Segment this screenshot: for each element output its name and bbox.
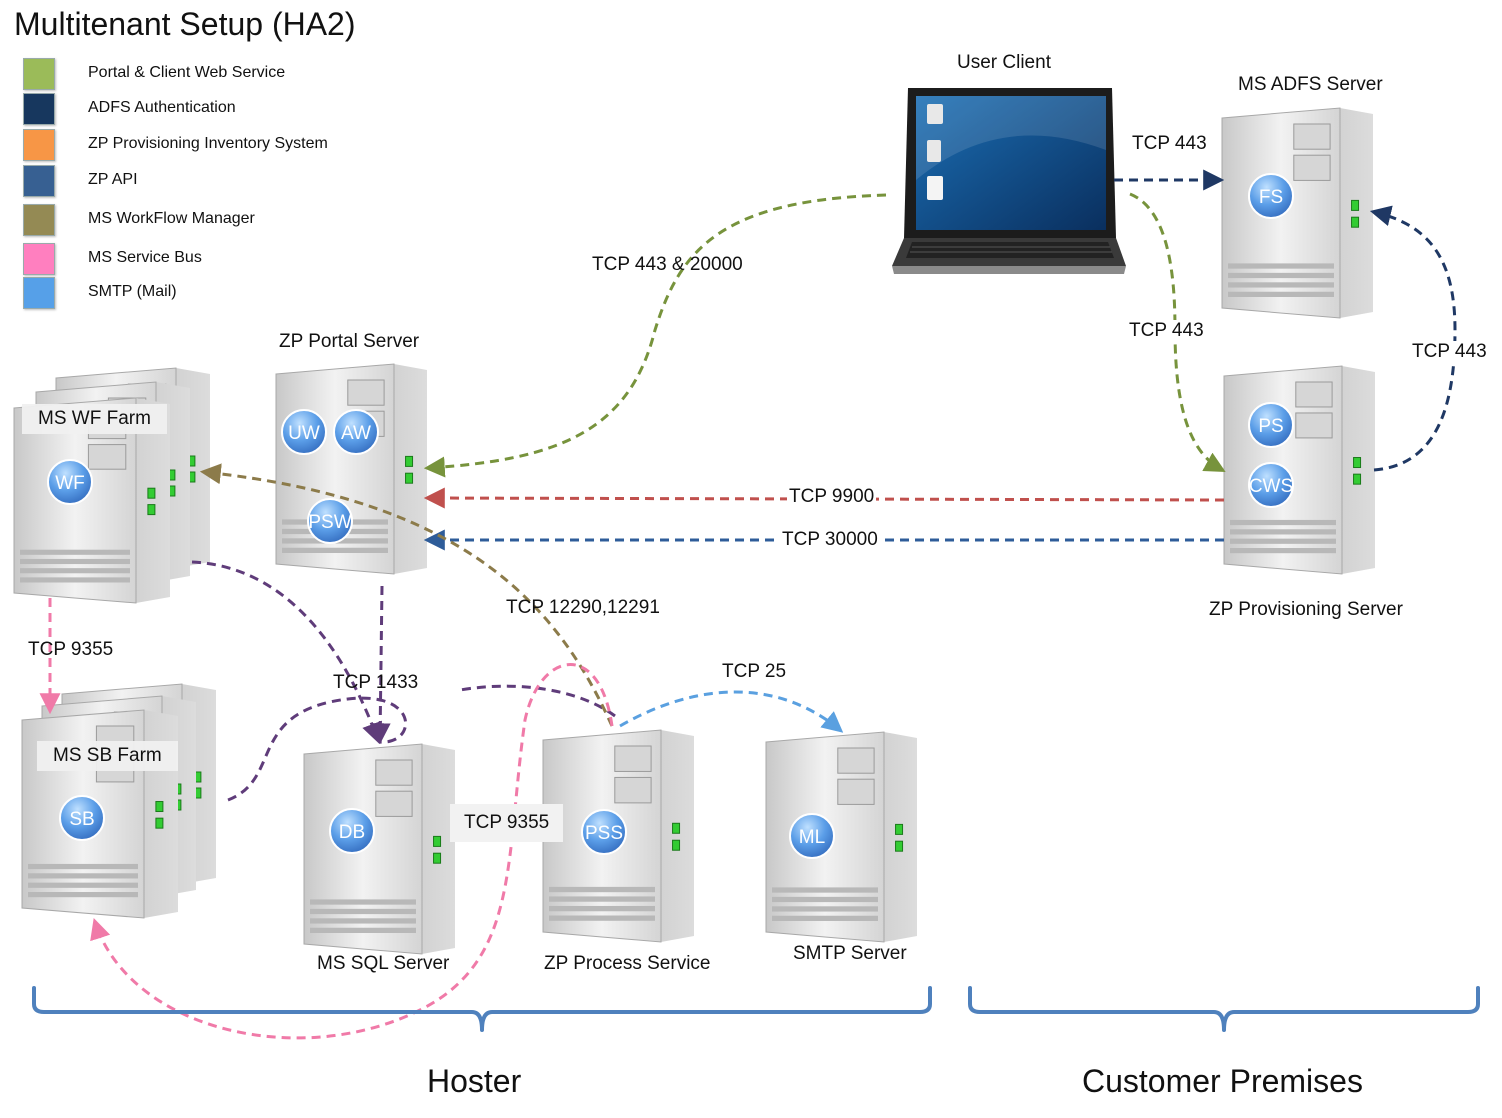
process-sql-link [459,684,616,718]
badge-ps: PS [1248,402,1294,448]
portal-server-label: ZP Portal Server [279,331,420,352]
badge-aw: AW [333,409,379,455]
badge-sb: SB [59,795,105,841]
provisioning-server-icon [1223,365,1375,575]
badge-label: SB [69,809,94,830]
portal-sql-link [369,585,391,745]
badge-label: FS [1259,187,1283,208]
legend-swatch [23,165,55,197]
process-server-icon [542,729,694,943]
user-client-label: User Client [957,52,1051,73]
badge-pss: PSS [581,809,627,855]
legend-swatch [23,243,55,275]
diagram-title: Multitenant Setup (HA2) [14,6,356,42]
legend-item: ADFS Authentication [20,93,440,127]
client-portal-link [423,193,887,478]
legend-label: SMTP (Mail) [88,283,177,300]
legend-swatch [23,277,55,309]
sb-sql-link [227,696,407,802]
smtp-server-icon [765,731,917,943]
legend-label: MS WorkFlow Manager [88,210,255,227]
badge-label: AW [341,423,371,444]
hoster-zone-label: Hoster [427,1063,522,1099]
process-sb-port-label: TCP 9355 [450,804,564,842]
badge-uw: UW [281,409,327,455]
wf-sb-port-label: TCP 9355 [28,639,114,660]
client-adfs-port-label: TCP 443 [1130,133,1209,155]
sb-farm-label: MS SB Farm [37,741,178,771]
badge-label: PSW [308,512,351,533]
badge-label: DB [339,822,365,843]
process-wf-port-label: TCP 12290,12291 [506,597,660,618]
badge-wf: WF [47,459,93,505]
badge-label: PS [1258,416,1283,437]
laptop-icon [892,88,1126,274]
badge-fs: FS [1248,173,1294,219]
sql-server-label: MS SQL Server [317,953,450,974]
prov-adfs-link [1369,205,1457,472]
process-wf-link [199,463,614,727]
client-prov-port-label: TCP 443 [1127,320,1206,342]
smtp-server-label: SMTP Server [793,943,907,964]
customer-premises-zone-label: Customer Premises [1082,1063,1363,1099]
prov-portal-30000-label: TCP 30000 [780,529,880,551]
legend-label: MS Service Bus [88,249,202,266]
legend-label: ZP Provisioning Inventory System [88,135,328,152]
adfs-server-icon [1221,107,1373,319]
legend-swatch [23,204,55,236]
legend-swatch [23,58,55,90]
legend-swatch [23,129,55,161]
prov-adfs-port-label: TCP 443 [1410,341,1489,363]
sql-port-label: TCP 1433 [333,672,419,693]
legend-swatch [23,93,55,125]
badge-label: WF [55,473,85,494]
legend-item: MS Service Bus [20,243,440,277]
badge-cws: CWS [1248,462,1294,508]
process-sb-link [90,663,614,1040]
legend-label: ADFS Authentication [88,99,236,116]
portal-server-icon [275,363,427,575]
prov-portal-9900-label: TCP 9900 [787,486,877,508]
client-portal-port-label: TCP 443 & 20000 [592,254,743,275]
customer-brace [968,986,1480,1032]
hoster-brace [32,986,932,1032]
legend-item: ZP Provisioning Inventory System [20,129,440,163]
smtp-port-label: TCP 25 [722,661,787,682]
sql-server-icon [303,743,455,955]
badge-label: PSS [585,823,623,844]
legend-item: ZP API [20,165,440,199]
badge-label: CWS [1249,476,1293,497]
badge-label: UW [288,423,320,444]
badge-ml: ML [789,813,835,859]
wf-sql-link [191,560,383,744]
badge-label: ML [799,827,825,848]
wf-farm-label: MS WF Farm [22,404,167,434]
process-service-label: ZP Process Service [544,953,711,974]
badge-db: DB [329,808,375,854]
legend-item: MS WorkFlow Manager [20,204,440,238]
legend-label: ZP API [88,171,138,188]
process-smtp-link [619,690,844,733]
legend-item: Portal & Client Web Service [20,58,440,92]
legend-item: SMTP (Mail) [20,277,440,311]
badge-psw: PSW [307,498,353,544]
adfs-server-label: MS ADFS Server [1238,74,1383,95]
provisioning-server-label: ZP Provisioning Server [1209,599,1403,620]
legend-label: Portal & Client Web Service [88,64,286,81]
